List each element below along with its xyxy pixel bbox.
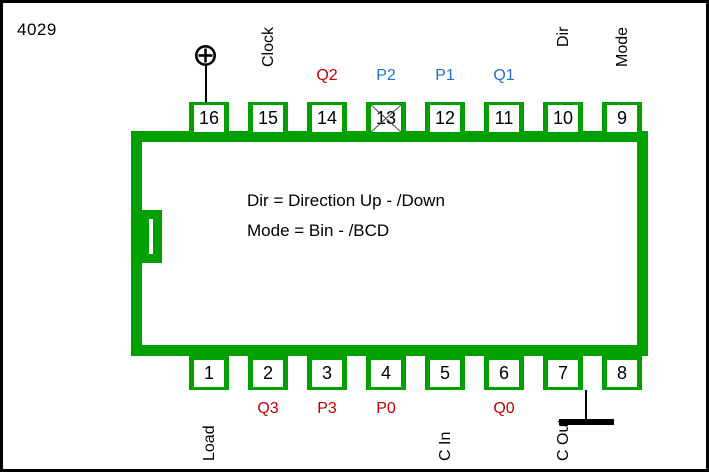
pin-name-label-7: C Out [555,419,572,461]
pin-10[interactable]: 10 [543,102,583,138]
pin-9[interactable]: 9 [602,102,642,138]
pin-12[interactable]: 12 [425,102,465,138]
vcc-plus-circle-icon [195,45,216,66]
pin-number-label: 16 [194,105,224,132]
pin-name-label-14: Q2 [316,67,338,84]
pin-number-label: 9 [607,105,637,132]
pin-name-label-6: Q0 [493,400,515,417]
pin-name-label-11: Q1 [493,67,515,84]
pin-name-label-2: Q3 [257,400,279,417]
pin-number-label: 1 [194,360,224,387]
pin-number-label: 13 [371,105,401,132]
pin-number-label: 14 [312,105,342,132]
pin-4[interactable]: 4 [366,354,406,390]
pin-name-label-5: C In [437,431,454,461]
pin-8[interactable]: 8 [602,354,642,390]
pin-number-label: 2 [253,360,283,387]
pin-1[interactable]: 1 [189,354,229,390]
pin-number-label: 3 [312,360,342,387]
pin-name-label-3: P3 [317,400,337,417]
ground-icon [559,419,614,425]
note-line-dir: Dir = Direction Up - /Down [247,191,445,210]
pin-name-label-9: Mode [614,27,631,68]
pin-name-label-15: Clock [260,27,277,68]
pin-3[interactable]: 3 [307,354,347,390]
ground-lead-line [585,390,587,421]
pin-number-label: 5 [430,360,460,387]
pin-name-label-4: P0 [376,400,396,417]
pin-7[interactable]: 7 [543,354,583,390]
pin-number-label: 15 [253,105,283,132]
note-line-mode: Mode = Bin - /BCD [247,221,390,240]
pin-13[interactable]: 13 [366,102,406,138]
pin-name-label-1: Load [201,425,218,461]
pin-name-label-10: Dir [555,27,572,48]
pin-15[interactable]: 15 [248,102,288,138]
pin-name-label-13: P2 [376,67,396,84]
pin-number-label: 10 [548,105,578,132]
pin-number-label: 11 [489,105,519,132]
pin-number-label: 12 [430,105,460,132]
pin-number-label: 6 [489,360,519,387]
pin-name-label-12: P1 [435,67,455,84]
pin-number-label: 7 [548,360,578,387]
pin-5[interactable]: 5 [425,354,465,390]
pin-2[interactable]: 2 [248,354,288,390]
chip-annotation-text: Dir = Direction Up - /Down Mode = Bin - … [247,186,577,246]
page-title: 4029 [17,20,57,39]
pin-11[interactable]: 11 [484,102,524,138]
pin-number-label: 8 [607,360,637,387]
pin-14[interactable]: 14 [307,102,347,138]
chip-orientation-notch [140,210,162,263]
vcc-lead-line [205,66,207,103]
pin-number-label: 4 [371,360,401,387]
pin-16[interactable]: 16 [189,102,229,138]
pin-6[interactable]: 6 [484,354,524,390]
